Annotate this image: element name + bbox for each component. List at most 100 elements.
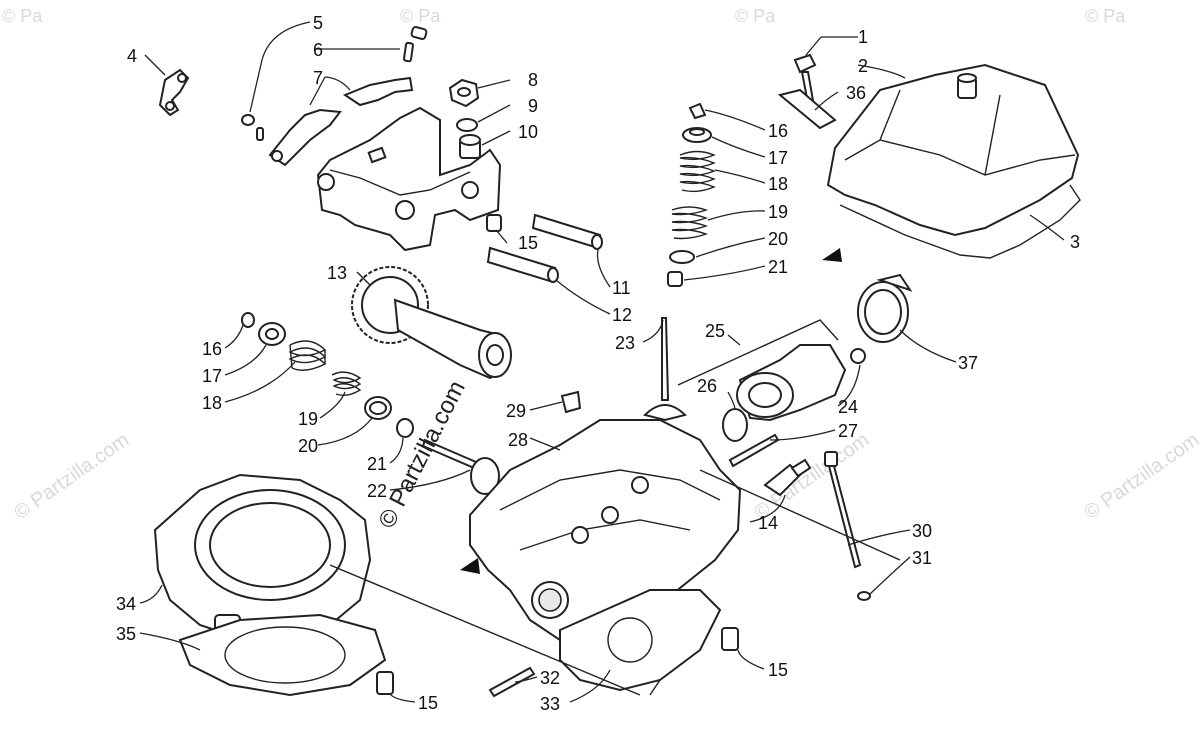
head-gasket-33	[559, 589, 722, 692]
seal-21-left	[396, 418, 414, 438]
watermark-corner-2: © Pa	[400, 6, 441, 26]
cylinder-head-28	[469, 419, 742, 642]
callout-3: 3	[1070, 232, 1080, 252]
o-ring-26	[722, 408, 748, 442]
gasket-3	[839, 184, 1081, 259]
valve-spring-19-left	[331, 371, 362, 397]
callout-23: 23	[615, 333, 635, 353]
valve-spring-19-right	[671, 206, 709, 240]
callout-32: 32	[540, 668, 560, 688]
callout-5: 5	[313, 13, 323, 33]
callout-35: 35	[116, 624, 136, 644]
rocker-shaft-11	[531, 213, 603, 250]
callout-labels: 1 2 3 4 5 6 7 8 9 10 11 12 13 14 15 15 1…	[116, 13, 1080, 714]
nut-24	[850, 348, 866, 364]
callout-26: 26	[697, 376, 717, 396]
callout-16-left: 16	[202, 339, 222, 359]
bracket-36	[777, 88, 837, 130]
rocker-arm-7b	[268, 108, 342, 167]
callout-33: 33	[540, 694, 560, 714]
callout-11: 11	[612, 278, 631, 298]
callout-10: 10	[518, 122, 538, 142]
cap-29	[560, 390, 582, 414]
callout-15-right: 15	[768, 660, 788, 680]
rocker-shaft-12	[486, 246, 559, 284]
adjuster-screw-6	[403, 41, 414, 63]
nut-8	[448, 78, 480, 108]
callout-8: 8	[528, 70, 538, 90]
bushing-10	[459, 134, 481, 159]
seal-21-right	[667, 271, 683, 287]
callout-17-right: 17	[768, 148, 788, 168]
washer-9	[456, 118, 478, 132]
cylinder-34	[153, 473, 372, 641]
arrow-head	[460, 558, 480, 574]
seat-20-right	[669, 250, 695, 264]
callout-24: 24	[838, 397, 858, 417]
bolt-30	[824, 451, 862, 569]
bracket-4	[158, 68, 190, 117]
callout-27: 27	[838, 421, 858, 441]
callout-1: 1	[858, 27, 868, 47]
washer-31	[857, 591, 871, 601]
valve-23	[643, 317, 687, 422]
retainer-17-right	[682, 127, 712, 143]
callout-19-left: 19	[298, 409, 318, 429]
callout-28: 28	[508, 430, 528, 450]
rocker-arm-7a	[342, 76, 414, 107]
callout-20-right: 20	[768, 229, 788, 249]
valve-keeper-16-right	[688, 102, 707, 120]
dowel-pin-15-bottom	[376, 671, 394, 695]
watermark-corner-1: © Pa	[2, 6, 43, 26]
valve-spring-18-right	[679, 150, 716, 193]
rocker-holder	[316, 106, 502, 252]
callout-25: 25	[705, 321, 725, 341]
callout-14: 14	[758, 513, 778, 533]
seat-20-left	[364, 396, 392, 420]
adjuster-nut-5	[410, 26, 428, 40]
valve-spring-18-left	[288, 340, 327, 371]
leader-lines	[139, 21, 1065, 703]
callout-2: 2	[858, 56, 868, 76]
watermark-corner-4: © Pa	[1085, 6, 1126, 26]
watermark-corner-3: © Pa	[735, 6, 776, 26]
callout-6: 6	[313, 40, 323, 60]
valve-cover-2	[826, 63, 1080, 237]
assembly-lines	[329, 319, 901, 696]
callout-15-top: 15	[518, 233, 538, 253]
callout-19-right: 19	[768, 202, 788, 222]
watermark-faint-right: © Partzilla.com	[1080, 429, 1200, 524]
callout-12: 12	[612, 305, 632, 325]
dowel-pin-15-top	[486, 214, 502, 232]
valve-keeper-16-left	[241, 312, 255, 328]
callout-18-right: 18	[768, 174, 788, 194]
callout-37: 37	[958, 353, 978, 373]
valve-22	[421, 438, 500, 495]
callout-29: 29	[506, 401, 526, 421]
camshaft-13	[351, 266, 512, 380]
base-gasket-35	[178, 613, 387, 697]
callout-21-right: 21	[768, 257, 788, 277]
callout-13: 13	[327, 263, 347, 283]
callout-30: 30	[912, 521, 932, 541]
callout-16-right: 16	[768, 121, 788, 141]
watermark-faint-left: © Partzilla.com	[10, 429, 133, 524]
stud-32	[488, 666, 536, 698]
callout-20-left: 20	[298, 436, 318, 456]
spark-plug-14	[763, 458, 812, 497]
clamp-37	[857, 273, 913, 343]
nut-left	[241, 114, 264, 141]
callout-4: 4	[127, 46, 137, 66]
callout-17-left: 17	[202, 366, 222, 386]
callout-9: 9	[528, 96, 538, 116]
arrow-cover	[822, 248, 842, 262]
intake-boot-25	[736, 344, 847, 422]
callout-18-left: 18	[202, 393, 222, 413]
callout-7: 7	[313, 68, 323, 88]
callout-21-left: 21	[367, 454, 387, 474]
callout-22: 22	[367, 481, 387, 501]
callout-34: 34	[116, 594, 136, 614]
callout-15-bottom: 15	[418, 693, 438, 713]
retainer-17-left	[258, 322, 286, 346]
